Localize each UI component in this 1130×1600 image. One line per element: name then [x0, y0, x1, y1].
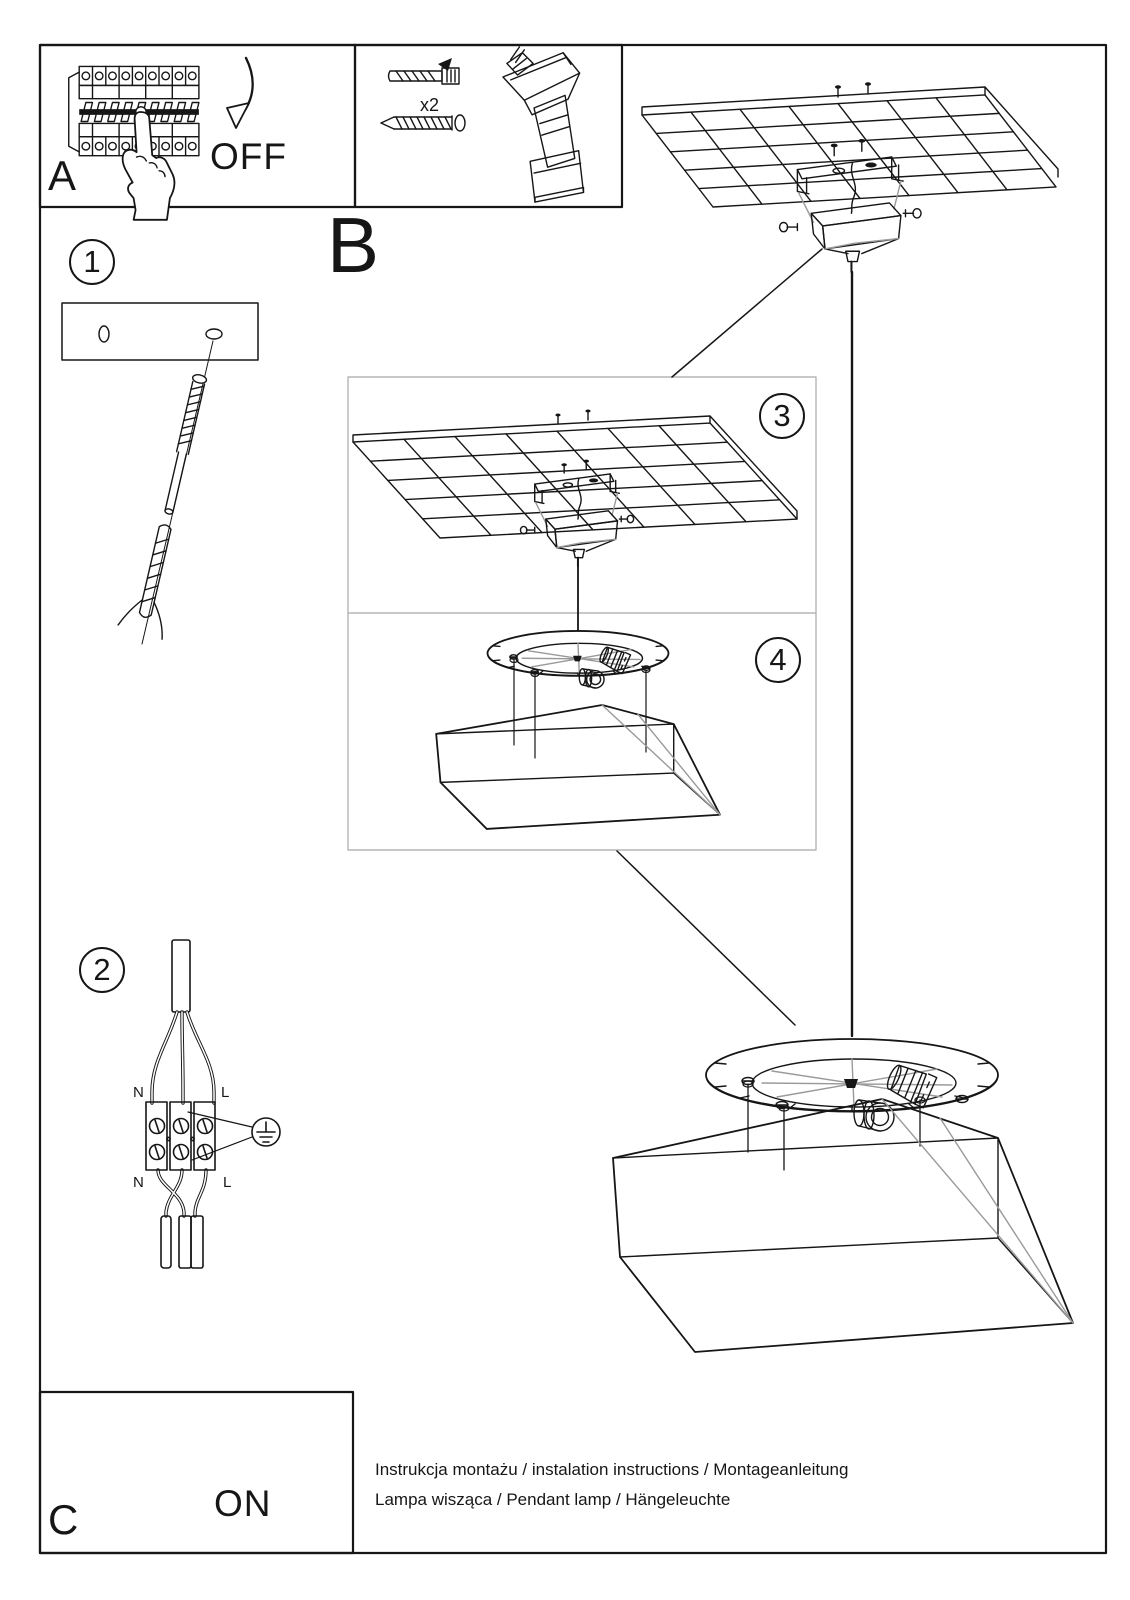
ceiling-overview-illustration: [641, 82, 1059, 1038]
footer-title-line: Instrukcja montażu / instalation instruc…: [375, 1460, 849, 1479]
step3-number-badge: 3: [759, 393, 805, 439]
step4-number-badge: 4: [755, 637, 801, 683]
panel-b-label: B: [327, 201, 380, 289]
step3-illustration: [352, 409, 798, 632]
screw-icon: [380, 114, 466, 132]
screw-and-plug-icon: [117, 370, 222, 640]
quantity-label: x2: [420, 95, 440, 115]
mounting-bracket-plate: [61, 302, 259, 361]
cordless-drill-icon: [502, 46, 585, 203]
terminal-l-label: L: [223, 1174, 232, 1191]
off-label: OFF: [210, 136, 287, 177]
wire-sheath: [190, 1215, 204, 1269]
suspension-rods: [742, 1080, 926, 1171]
step2-number-badge: 2: [79, 947, 125, 993]
ceiling-screw-icon: [555, 409, 591, 425]
ceiling-screw-icon: [835, 82, 871, 98]
panel-c-border: [38, 1390, 355, 1555]
panel-edge-thickness: [641, 86, 1059, 178]
panel-c-label: C: [48, 1496, 79, 1543]
panel-edge-thickness: [352, 415, 798, 520]
wall-plug-icon: [387, 67, 460, 85]
terminal-l-label: L: [221, 1084, 230, 1101]
step1-illustration: [61, 302, 259, 645]
step4-illustration: [435, 630, 721, 830]
footer-product-line: Lampa wisząca / Pendant lamp / Hängeleuc…: [375, 1490, 731, 1509]
plug-arrow-icon: [438, 58, 452, 71]
panel-a-label: A: [48, 152, 77, 199]
step2-illustration: [145, 939, 281, 1269]
leader-line: [671, 248, 823, 378]
wire-sheath: [178, 1215, 192, 1269]
terminal-n-label: N: [133, 1084, 144, 1101]
terminal-n-label: N: [133, 1174, 144, 1191]
terminal-block: [145, 1101, 216, 1171]
leader-line: [616, 850, 796, 1026]
earth-symbol-icon: [251, 1117, 281, 1147]
cable-sheath: [171, 939, 191, 1013]
step1-number-badge: 1: [69, 239, 115, 285]
tools-panel-border: [353, 43, 624, 209]
panel-a-border: [38, 43, 357, 209]
wires-core: [151, 1011, 215, 1217]
on-label: ON: [214, 1483, 272, 1524]
tools-illustration: [380, 46, 585, 203]
pendant-lamp-illustration: [612, 1038, 1074, 1353]
wire-sheath: [160, 1215, 172, 1269]
page-border: [38, 43, 1108, 1555]
